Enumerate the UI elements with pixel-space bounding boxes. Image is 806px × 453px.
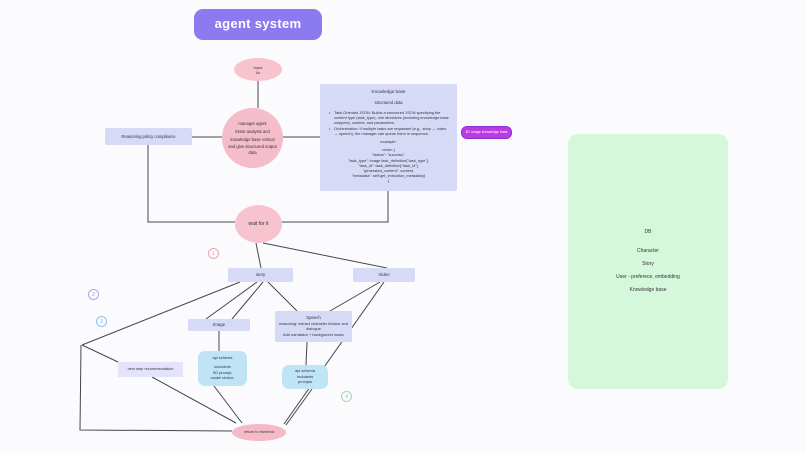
kb-code-line: "status": "success", <box>371 152 406 158</box>
badge-4-number: 4 <box>345 393 348 400</box>
kb-bullet-list: Task-Oriented JSON: Builds a structured … <box>327 110 450 136</box>
kb-tag-label: 3D image knowledge base <box>465 130 508 135</box>
manager-line: intent analysis and <box>235 128 270 134</box>
db-panel-item: DB <box>644 229 652 236</box>
node-image[interactable]: Image <box>188 319 250 331</box>
node-story[interactable]: story <box>228 268 293 282</box>
kb-bullet: Orchestration: If multiple tasks are req… <box>329 126 450 136</box>
node-api-schema-image[interactable]: api schema includeds SD prompt, model ch… <box>198 351 247 386</box>
node-api-schema-speech[interactable]: api schema includeds prompts <box>282 365 328 389</box>
badge-1-number: 1 <box>212 250 215 257</box>
api-image-line: api schema <box>212 354 233 360</box>
tag-3d-image-knowledge-base[interactable]: 3D image knowledge base <box>461 126 512 139</box>
api-speech-line: prompts <box>297 379 313 385</box>
kb-code-line: "generated_content": content, <box>362 167 415 173</box>
badge-3-number: 3 <box>100 318 103 325</box>
wait-label: wait for it <box>248 220 269 227</box>
api-speech-line: includeds <box>296 373 314 379</box>
db-panel-item: Character <box>637 247 659 254</box>
story-label: story <box>255 272 266 278</box>
node-reasoning-policy[interactable]: Reasoning policy compliance <box>105 128 192 145</box>
kb-subtitle: structured data <box>374 99 403 105</box>
step-badge-3[interactable]: 3 <box>96 316 107 327</box>
kb-example-label: example: <box>380 139 397 145</box>
reasoning-policy-label: Reasoning policy compliance <box>121 133 176 139</box>
kb-code-line: return { <box>382 147 395 153</box>
db-panel-item: Knowledge base <box>629 287 667 294</box>
kb-code-line: "metadata": self.get_execution_metadata(… <box>351 172 426 178</box>
manager-line: manager agent <box>238 121 267 127</box>
next-step-label: next step recommendation <box>127 366 174 372</box>
node-manager-agent[interactable]: manager agent intent analysis and knowle… <box>222 108 283 168</box>
image-label: Image <box>212 322 226 328</box>
input-label-line2: I/o <box>255 69 261 75</box>
speech-add-text: Add narratator + background music <box>283 332 344 338</box>
api-image-line: SD prompt, <box>212 369 233 375</box>
db-panel-item: Story <box>642 260 654 267</box>
node-return-to-frontend[interactable]: return to frontend <box>232 424 286 441</box>
step-badge-2[interactable]: 2 <box>88 289 99 300</box>
db-panel[interactable]: DB Character Story User - preferece, emb… <box>568 134 728 389</box>
kb-title: Knowledge base <box>371 89 406 94</box>
kb-code-block: return { "status": "success", "task_type… <box>327 147 450 183</box>
badge-2-number: 2 <box>92 291 95 298</box>
node-wait-for-it[interactable]: wait for it <box>235 205 282 243</box>
video-label: Video <box>378 272 390 278</box>
node-knowledge-base[interactable]: Knowledge base structured data Task-Orie… <box>320 84 457 191</box>
return-label: return to frontend <box>244 429 274 435</box>
input-label-line1: Input <box>253 64 263 70</box>
speech-reasoning-text: reasoning: extract character feature and… <box>279 320 348 331</box>
node-input[interactable]: Input I/o <box>234 58 282 81</box>
step-badge-4[interactable]: 4 <box>341 391 352 402</box>
kb-code-line: "task_id": task_definition["task_id"], <box>358 162 419 168</box>
kb-code-line: } <box>387 177 390 183</box>
node-video[interactable]: Video <box>353 268 415 282</box>
node-next-step-recommendation[interactable]: next step recommendation <box>118 362 183 377</box>
node-speech[interactable]: Speech reasoning: extract character feat… <box>275 311 352 342</box>
kb-bullet: Task-Oriented JSON: Builds a structured … <box>329 110 450 125</box>
manager-line: knowledge base retrival <box>230 136 275 142</box>
db-panel-item: User - preferece, embedding <box>616 274 680 281</box>
diagram-title[interactable]: agent system <box>194 9 322 40</box>
manager-line: and give structured output data <box>228 144 277 155</box>
api-image-line: model choice, <box>210 375 235 381</box>
speech-title: Speech <box>306 315 321 320</box>
api-image-line: includeds <box>214 363 231 369</box>
step-badge-1[interactable]: 1 <box>208 248 219 259</box>
api-speech-line: api schema <box>295 367 315 373</box>
kb-code-line: "task_type": image task_definition["task… <box>348 157 429 163</box>
diagram-title-label: agent system <box>214 16 302 32</box>
